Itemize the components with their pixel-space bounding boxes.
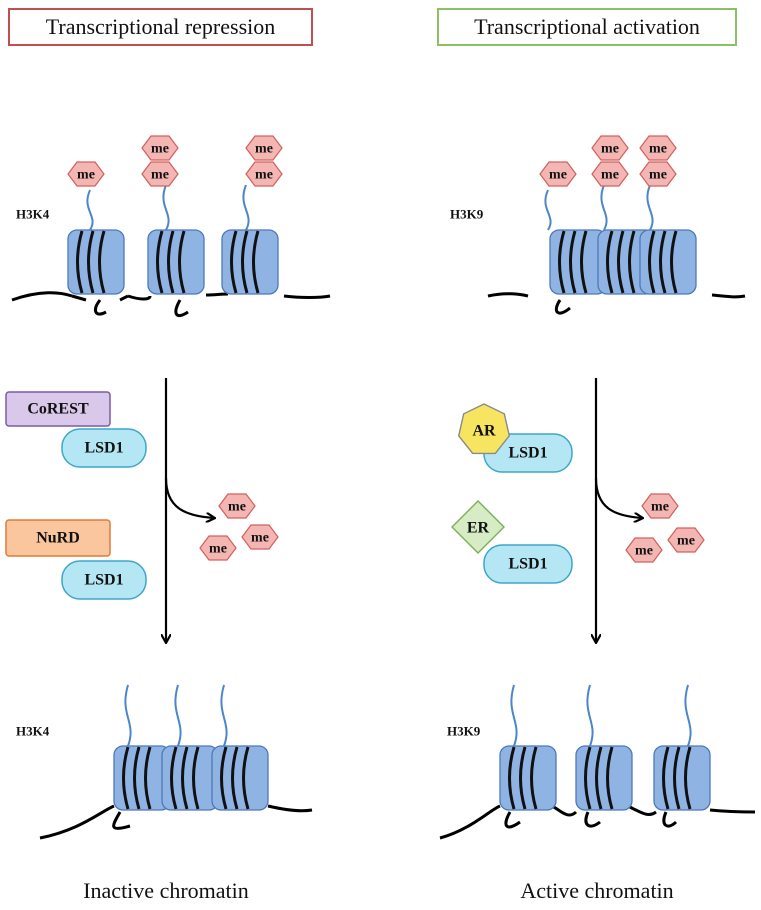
methyl-label: me (635, 544, 653, 559)
footer-inactive-chromatin: Inactive chromatin (83, 878, 249, 903)
methyl-label: me (228, 500, 246, 515)
methyl-group-hexagon: me (591, 161, 629, 187)
methyl-label: me (151, 168, 169, 183)
lsd1-box-ar-label: LSD1 (508, 445, 547, 462)
nucleosome (575, 745, 633, 811)
methyl-label: me (677, 534, 695, 549)
label-h3k9-top: H3K9 (450, 207, 484, 222)
histone-tail (544, 189, 552, 231)
methyl-label: me (151, 142, 169, 157)
methyl-release-arrow-right (594, 477, 642, 518)
dna-strand (71, 294, 129, 302)
footer-active-chromatin: Active chromatin (520, 878, 674, 903)
histone-tail (600, 184, 608, 231)
dna-strand (439, 804, 756, 840)
histone-tail (586, 684, 594, 747)
methyl-label: me (251, 531, 269, 546)
histone-tail (242, 184, 250, 231)
lsd1-box-corest: LSD1 (61, 428, 147, 468)
dna-strand (94, 299, 189, 317)
histone-tail (86, 189, 94, 231)
methyl-group-hexagon: me (639, 135, 677, 161)
methyl-group-hexagon: me (539, 161, 577, 187)
ar-heptagon: AR (457, 403, 511, 455)
lsd1-box-er: LSD1 (483, 544, 573, 584)
methyl-label: me (651, 500, 669, 515)
label-h3k9-bottom: H3K9 (447, 724, 481, 739)
methyl-group-hexagon: me (245, 161, 283, 187)
dna-strand (487, 292, 746, 299)
lsd1-box-er-label: LSD1 (508, 556, 547, 573)
methyl-label: me (255, 168, 273, 183)
methyl-group-hexagon: me (625, 537, 663, 563)
lsd1-box-corest-label: LSD1 (84, 440, 123, 457)
methyl-label: me (549, 168, 567, 183)
dna-strand (11, 291, 331, 302)
label-h3k4-bottom: H3K4 (16, 724, 50, 739)
dna-strand (504, 811, 678, 829)
er-diamond: ER (451, 500, 505, 554)
methyl-group-hexagon: me (641, 493, 679, 519)
methyl-group-hexagon: me (141, 135, 179, 161)
methyl-label: me (209, 542, 227, 557)
nucleosome (147, 229, 205, 295)
methyl-group-hexagon: me (141, 161, 179, 187)
lsd1-box-nurd-label: LSD1 (84, 572, 123, 589)
dna-strand (554, 299, 571, 315)
histone-tail (646, 184, 654, 231)
methyl-label: me (77, 168, 95, 183)
methyl-label: me (601, 142, 619, 157)
methyl-label: me (649, 142, 667, 157)
methyl-group-hexagon: me (591, 135, 629, 161)
histone-tail (162, 184, 170, 231)
dna-strand (112, 811, 131, 830)
corest-box-label: CoREST (27, 401, 89, 418)
lsd1-box-nurd: LSD1 (61, 560, 147, 600)
methyl-group-hexagon: me (245, 135, 283, 161)
methyl-group-hexagon: me (199, 535, 237, 561)
nucleosome (113, 745, 171, 811)
label-h3k4-top: H3K4 (16, 207, 50, 222)
nucleosome (653, 745, 711, 811)
methyl-group-hexagon: me (667, 527, 705, 553)
histone-tail (220, 684, 228, 747)
methyl-group-hexagon: me (218, 493, 256, 519)
nucleosome (67, 229, 125, 295)
lsd1-box-ar: LSD1 (483, 433, 573, 473)
nucleosome (639, 229, 697, 295)
methyl-group-hexagon: me (241, 524, 279, 550)
nucleosome (221, 229, 279, 295)
header-transcriptional-repression: Transcriptional repression (8, 8, 313, 46)
methyl-group-hexagon: me (67, 161, 105, 187)
ar-label: AR (472, 423, 496, 440)
er-label: ER (467, 520, 490, 537)
methyl-release-arrow-left (164, 477, 214, 518)
header-transcriptional-activation: Transcriptional activation (437, 8, 737, 46)
nucleosome (549, 229, 607, 295)
methyl-label: me (601, 168, 619, 183)
corest-box: CoREST (5, 391, 111, 427)
histone-tail (684, 684, 692, 747)
nucleosome (211, 745, 269, 811)
histone-tail (174, 684, 182, 747)
nurd-box: NuRD (5, 519, 111, 557)
methyl-label: me (649, 168, 667, 183)
methyl-group-hexagon: me (639, 161, 677, 187)
methyl-label: me (255, 142, 273, 157)
dna-strand (39, 804, 313, 840)
nurd-box-label: NuRD (36, 530, 80, 547)
histone-tail (124, 684, 132, 747)
histone-tail (510, 684, 518, 747)
nucleosome (161, 745, 219, 811)
nucleosome (499, 745, 557, 811)
